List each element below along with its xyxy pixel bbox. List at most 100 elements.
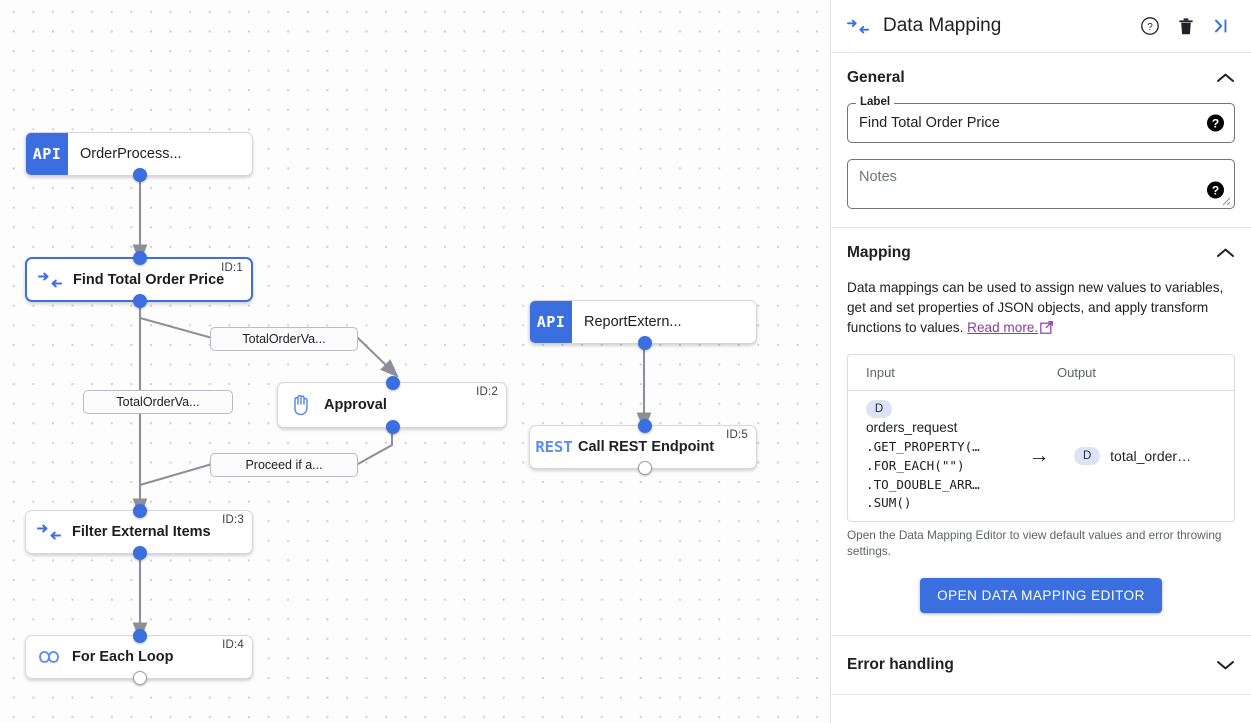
flow-node-label: Call REST Endpoint <box>578 439 715 455</box>
panel-header: Data Mapping ? <box>831 0 1251 53</box>
infinity-loop-icon <box>26 650 72 664</box>
node-port-out[interactable] <box>133 294 147 308</box>
api-badge-icon: API <box>530 301 572 343</box>
output-variable-name: total_order… <box>1110 447 1192 464</box>
section-general: General Label Find Total Order Price ? N… <box>831 53 1251 209</box>
svg-text:?: ? <box>1147 22 1153 33</box>
mapping-description-text: Data mappings can be used to assign new … <box>847 280 1224 335</box>
node-port-out[interactable] <box>133 168 147 182</box>
node-port-in[interactable] <box>133 251 147 265</box>
flow-node-orderprocess[interactable]: API OrderProcess... <box>25 132 253 182</box>
input-expression-line: .TO_DOUBLE_ARR… <box>866 476 980 492</box>
help-icon[interactable]: ? <box>1207 181 1224 199</box>
mapping-table-header: Input Output <box>848 355 1234 391</box>
mapping-output-cell: D total_order… <box>1064 446 1234 465</box>
node-port-in[interactable] <box>133 629 147 643</box>
input-expression-line: orders_request <box>866 419 958 435</box>
column-header-input: Input <box>866 364 895 380</box>
input-expression-line: .GET_PROPERTY(… <box>866 439 980 455</box>
mapping-table[interactable]: Input Output D orders_request .GET_PROPE… <box>847 353 1235 522</box>
data-mapping-icon <box>847 19 869 34</box>
section-general-title: General <box>847 69 905 86</box>
flow-node-id-tag: ID:5 <box>726 429 748 441</box>
output-type-chip: D <box>1074 446 1101 465</box>
label-field[interactable]: Label Find Total Order Price ? <box>847 96 1235 143</box>
flow-node-label: Filter External Items <box>72 524 211 540</box>
resize-grip-icon[interactable] <box>1221 196 1231 206</box>
chevron-down-icon[interactable] <box>1216 659 1235 671</box>
panel-title: Data Mapping <box>883 15 1002 36</box>
section-divider <box>831 693 1251 695</box>
label-field-value: Find Total Order Price <box>859 115 1000 131</box>
node-port-in[interactable] <box>386 376 400 390</box>
input-expression-line: .SUM() <box>866 495 912 511</box>
flow-node-label: Approval <box>324 397 387 413</box>
properties-panel: Data Mapping ? General Label Find Total … <box>830 0 1251 723</box>
chevron-up-icon[interactable] <box>1216 247 1235 259</box>
section-error-handling: Error handling <box>831 636 1251 694</box>
flow-node-reportextern[interactable]: API ReportExtern... <box>529 300 757 350</box>
help-circle-icon[interactable]: ? <box>1135 11 1165 41</box>
section-general-header[interactable]: General <box>847 53 1235 103</box>
flow-node-id-tag: ID:1 <box>221 262 243 274</box>
column-header-output: Output <box>1057 364 1097 380</box>
node-port-in[interactable] <box>638 419 652 433</box>
flow-node-label: OrderProcess... <box>80 146 182 162</box>
edge-label-text: TotalOrderVa... <box>242 332 326 346</box>
external-link-icon[interactable] <box>1040 320 1054 340</box>
flow-node-label: ReportExtern... <box>584 314 682 330</box>
node-port-in[interactable] <box>133 504 147 518</box>
edge-layer <box>132 176 652 642</box>
hand-approval-icon <box>278 394 324 416</box>
api-badge-icon: API <box>26 133 68 175</box>
edge-label-text: Proceed if a... <box>245 458 323 472</box>
section-error-handling-header[interactable]: Error handling <box>847 636 1235 694</box>
open-editor-button-wrap: OPEN DATA MAPPING EDITOR <box>847 560 1235 635</box>
open-data-mapping-editor-button[interactable]: OPEN DATA MAPPING EDITOR <box>920 577 1162 613</box>
trash-icon[interactable] <box>1171 11 1201 41</box>
flow-node-filter-external-items[interactable]: Filter External Items ID:3 <box>25 504 253 560</box>
node-port-out[interactable] <box>638 461 652 475</box>
node-port-out[interactable] <box>133 546 147 560</box>
flow-node-find-total-order-price[interactable]: Find Total Order Price ID:1 <box>25 251 253 308</box>
mapping-input-cell: D orders_request .GET_PROPERTY(… .FOR_EA… <box>848 399 1014 513</box>
section-mapping: Mapping Data mappings can be used to ass… <box>831 228 1251 635</box>
read-more-link[interactable]: Read more. <box>967 319 1039 335</box>
node-port-out[interactable] <box>386 420 400 434</box>
flow-node-id-tag: ID:3 <box>222 514 244 526</box>
section-divider <box>831 634 1251 636</box>
edge-label-total-order-value-left[interactable]: TotalOrderVa... <box>83 390 233 414</box>
flow-node-label: Find Total Order Price <box>73 271 225 288</box>
mapping-hint-text: Open the Data Mapping Editor to view def… <box>847 527 1222 558</box>
edge-label-proceed-if[interactable]: Proceed if a... <box>210 453 358 477</box>
mapping-table-row[interactable]: D orders_request .GET_PROPERTY(… .FOR_EA… <box>848 391 1234 521</box>
data-mapping-icon <box>26 524 72 540</box>
collapse-panel-icon[interactable] <box>1207 11 1237 41</box>
flow-node-for-each-loop[interactable]: For Each Loop ID:4 <box>25 629 253 685</box>
mapping-arrow-icon: → <box>1028 443 1050 467</box>
data-mapping-icon <box>27 272 73 288</box>
node-port-out[interactable] <box>638 336 652 350</box>
section-mapping-header[interactable]: Mapping <box>847 228 1235 278</box>
chevron-up-icon[interactable] <box>1216 72 1235 84</box>
flow-node-id-tag: ID:2 <box>476 386 498 398</box>
flow-node-label: For Each Loop <box>72 649 174 665</box>
notes-field-placeholder: Notes <box>859 169 897 185</box>
mapping-description: Data mappings can be used to assign new … <box>847 278 1235 340</box>
flow-canvas[interactable]: API OrderProcess... Find Total Order Pri… <box>0 0 830 723</box>
section-divider <box>831 227 1251 228</box>
edge-label-total-order-value-top[interactable]: TotalOrderVa... <box>210 327 358 351</box>
section-error-handling-title: Error handling <box>847 655 954 673</box>
flow-node-approval[interactable]: Approval ID:2 <box>277 376 507 434</box>
notes-field[interactable]: Notes ? <box>847 159 1235 209</box>
section-mapping-title: Mapping <box>847 244 911 261</box>
input-type-chip: D <box>866 399 892 418</box>
edge-label-text: TotalOrderVa... <box>116 395 200 409</box>
node-port-out[interactable] <box>133 671 147 685</box>
flow-node-call-rest-endpoint[interactable]: REST Call REST Endpoint ID:5 <box>529 419 757 475</box>
input-expression-line: .FOR_EACH("") <box>866 457 965 473</box>
rest-badge-icon: REST <box>535 438 573 456</box>
help-icon[interactable]: ? <box>1207 114 1224 132</box>
label-field-legend: Label <box>856 96 895 108</box>
